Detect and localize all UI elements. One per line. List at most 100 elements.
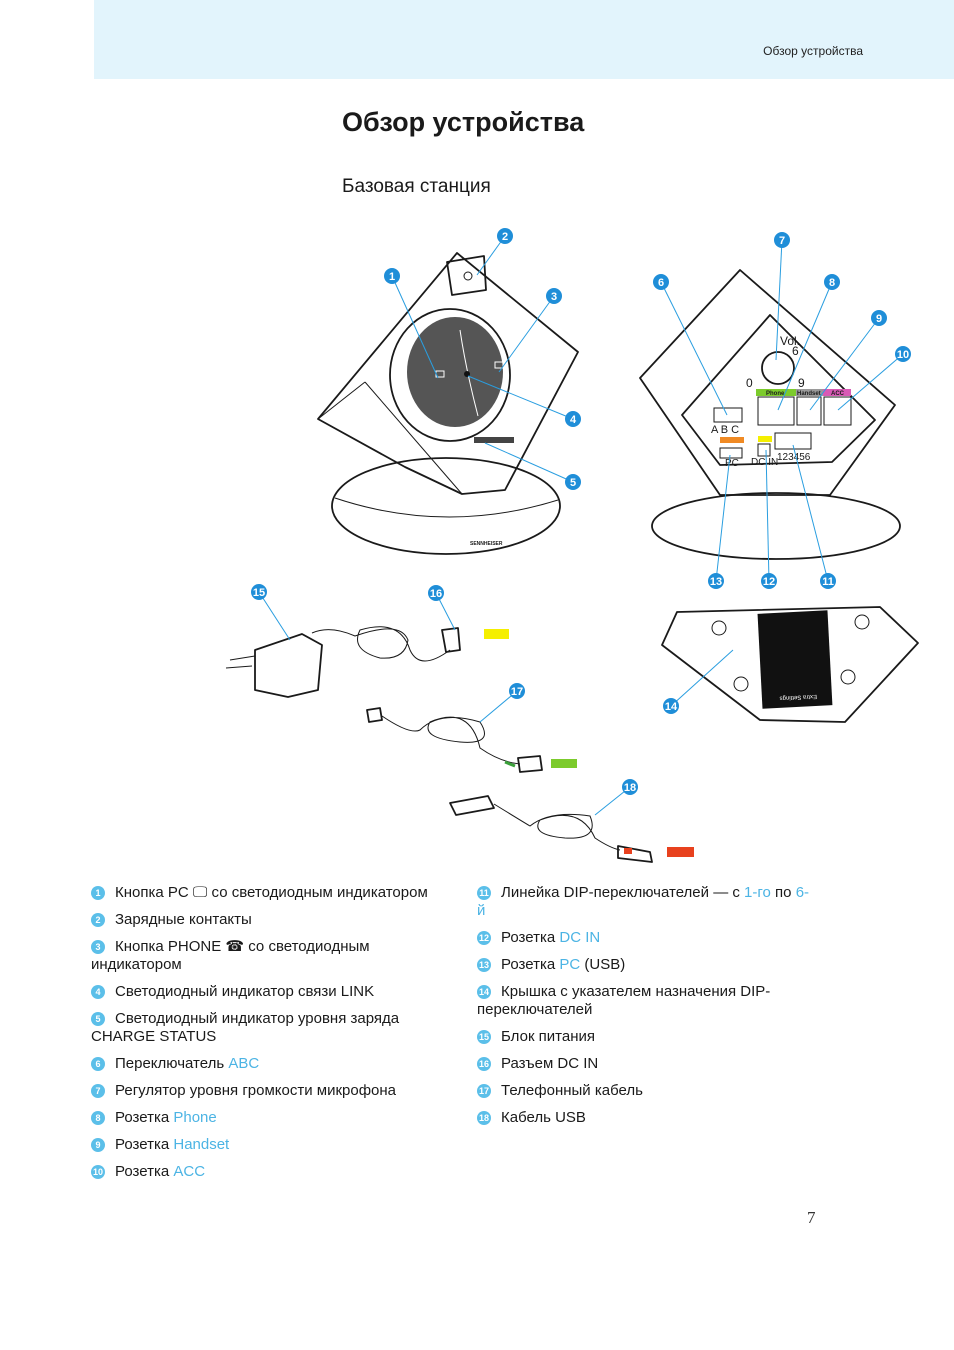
legend-number: 9 — [91, 1138, 105, 1152]
legend-highlight: Handset — [173, 1136, 230, 1153]
svg-text:13: 13 — [710, 576, 722, 588]
callout-13: 13 — [708, 573, 724, 589]
legend-text: Блок питания — [501, 1028, 595, 1045]
callout-17: 17 — [509, 683, 525, 699]
svg-text:17: 17 — [511, 686, 523, 698]
legend-number: 18 — [477, 1111, 491, 1125]
acc-socket[interactable] — [823, 396, 852, 426]
callout-7: 7 — [774, 232, 790, 248]
dip-switch-row[interactable] — [774, 432, 812, 450]
dc-in-socket[interactable] — [757, 443, 771, 457]
callout-5: 5 — [565, 474, 581, 490]
svg-text:11: 11 — [822, 576, 834, 588]
phone-icon — [494, 361, 504, 369]
pc-port-label: PC — [725, 458, 739, 469]
legend-number: 4 — [91, 985, 105, 999]
laptop-icon: 🖵︎ — [192, 884, 208, 901]
legend-text: Кабель USB — [501, 1109, 586, 1126]
mic-volume-knob[interactable] — [761, 351, 795, 385]
legend-number: 16 — [477, 1057, 491, 1071]
svg-text:16: 16 — [430, 588, 442, 600]
front-stand — [331, 457, 561, 555]
svg-text:3: 3 — [551, 291, 557, 303]
svg-text:1: 1 — [389, 271, 395, 283]
svg-text:8: 8 — [829, 277, 835, 289]
legend-text: Зарядные контакты — [115, 911, 252, 928]
svg-text:6: 6 — [658, 277, 664, 289]
usb-cable-color — [667, 847, 694, 857]
dc-in-port-label: DC IN — [751, 457, 778, 468]
page-number: 7 — [807, 1208, 816, 1227]
legend-number: 13 — [477, 958, 491, 972]
legend-number: 15 — [477, 1030, 491, 1044]
legend-number: 2 — [91, 913, 105, 927]
legend-item: 15 Блок питания — [477, 1028, 817, 1046]
charge-status-led — [474, 437, 514, 443]
dip-legend-card — [757, 610, 833, 709]
phone-port-label: Phone — [766, 391, 785, 397]
handset-port-label: Handset — [797, 391, 821, 397]
legend-number: 10 — [91, 1165, 105, 1179]
legend-number: 17 — [477, 1084, 491, 1098]
callout-2: 2 — [497, 228, 513, 244]
callout-6: 6 — [653, 274, 669, 290]
legend-item: 9 Розетка Handset — [91, 1136, 451, 1154]
legend-number: 3 — [91, 940, 105, 954]
svg-text:7: 7 — [779, 235, 785, 247]
dc-plug-color — [484, 629, 509, 639]
legend-item: 2 Зарядные контакты — [91, 911, 451, 929]
legend-text: Кнопка PC — [115, 884, 193, 901]
legend-text: со светодиодным индикатором — [207, 884, 428, 901]
dip-cover: Extra Settings — [661, 606, 919, 723]
abc-label: A B C — [711, 424, 739, 436]
callout-14: 14 — [663, 698, 679, 714]
cover-label: Extra Settings — [779, 693, 817, 701]
handset-port-color — [796, 389, 823, 396]
legend-highlight: ABC — [228, 1055, 260, 1072]
legend-text: со светодиодным индикатором — [91, 938, 370, 973]
legend-text: Светодиодный индикатор уровня заряда CHA… — [91, 1010, 400, 1045]
handset-socket[interactable] — [796, 396, 822, 426]
dip-numbers-label: 123456 — [777, 452, 811, 463]
vol-mid-label: 6 — [792, 344, 799, 358]
vol-max-label: 9 — [798, 376, 805, 390]
legend-highlight: PC — [559, 956, 581, 973]
brand-label: SENNHEISER — [470, 541, 503, 547]
svg-text:9: 9 — [876, 313, 882, 325]
legend-text: по — [770, 884, 796, 901]
phone-port-color — [756, 389, 796, 396]
callout-11: 11 — [820, 573, 836, 589]
legend-text: (USB) — [580, 956, 626, 973]
pc-usb-socket[interactable] — [719, 447, 743, 459]
svg-text:2: 2 — [502, 231, 508, 243]
legend-highlight: ACC — [173, 1163, 206, 1180]
legend-highlight: 1-го — [744, 884, 771, 901]
legend-number: 11 — [477, 886, 491, 900]
legend-text: Розетка — [501, 956, 560, 973]
legend-text: Кнопка PHONE — [115, 938, 226, 955]
phone-socket[interactable] — [757, 396, 795, 426]
svg-text:12: 12 — [763, 576, 775, 588]
usb-cable — [449, 795, 694, 863]
legend-number: 7 — [91, 1084, 105, 1098]
callout-15: 15 — [251, 584, 267, 600]
phone-cable-color — [551, 759, 577, 768]
acc-port-color — [823, 389, 851, 396]
legend-text: Розетка — [115, 1163, 174, 1180]
callout-10: 10 — [895, 346, 911, 362]
callout-markers: 1 2 3 4 5 6 7 8 9 10 11 12 13 14 15 16 1… — [251, 228, 911, 795]
front-base-station: SENNHEISER — [317, 252, 579, 555]
legend-text: Розетка — [115, 1136, 174, 1153]
legend-text: Розетка — [501, 929, 560, 946]
abc-switch[interactable] — [713, 407, 743, 423]
callout-9: 9 — [871, 310, 887, 326]
callout-18: 18 — [622, 779, 638, 795]
svg-text:10: 10 — [897, 349, 909, 361]
